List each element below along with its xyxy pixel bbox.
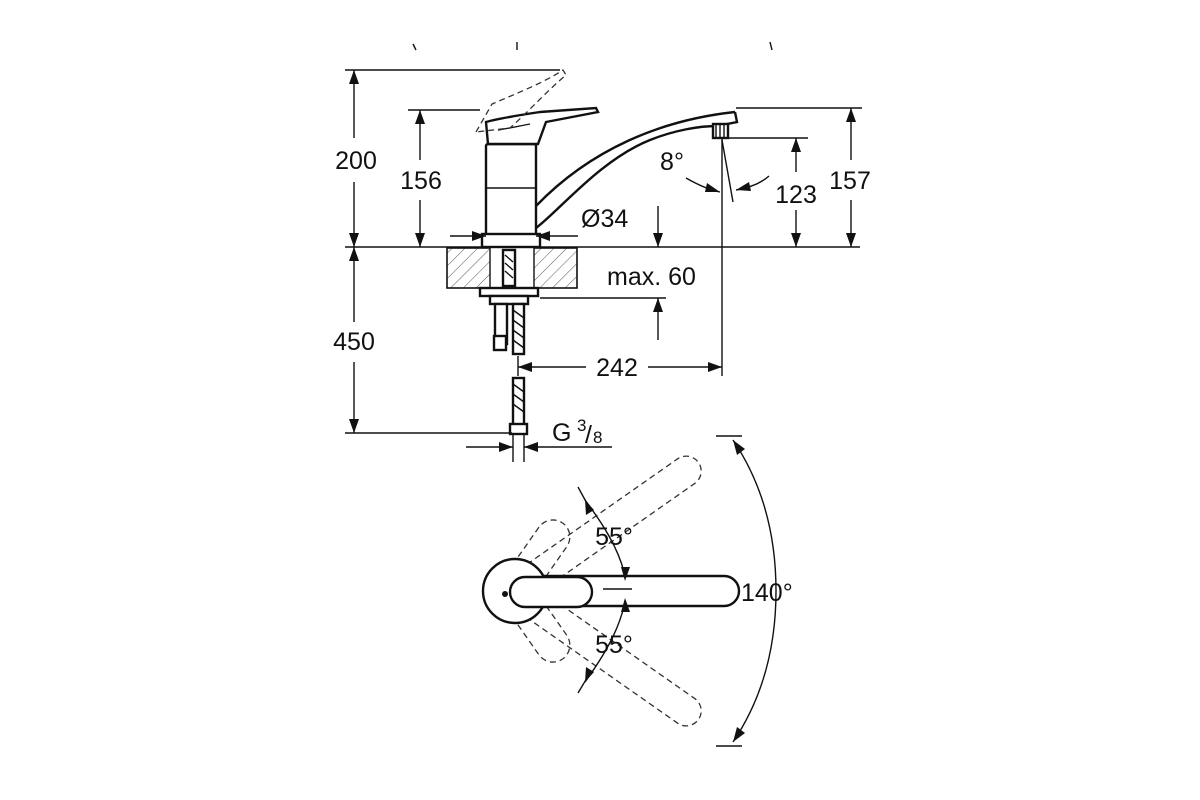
dim-157-label: 157 bbox=[829, 167, 871, 195]
mounting-assembly bbox=[478, 248, 540, 356]
dim-156-label: 156 bbox=[400, 167, 442, 195]
dim-total-height: 200 bbox=[335, 69, 560, 247]
thread-prefix: G bbox=[552, 419, 571, 447]
spout bbox=[535, 110, 739, 229]
dim-34-label: Ø34 bbox=[581, 205, 628, 233]
dim-lever-height: 156 bbox=[400, 109, 480, 247]
dim-counter-thickness: max. 60 bbox=[540, 206, 696, 340]
top-edge-marks bbox=[412, 41, 773, 51]
dim-outlet-height: 123 bbox=[729, 137, 817, 247]
dim-max60-label: max. 60 bbox=[607, 263, 696, 291]
hose-connector bbox=[508, 376, 529, 462]
thread-slash: / bbox=[585, 421, 592, 449]
dim-reach: 242 bbox=[517, 354, 722, 382]
dim-8deg-label: 8° bbox=[660, 148, 684, 176]
side-view: 200 156 157 123 bbox=[333, 41, 871, 462]
countertop bbox=[345, 246, 860, 289]
lever-raised-position bbox=[474, 69, 567, 133]
dim-connection-thread: G 3 / 8 bbox=[466, 416, 612, 452]
thread-numerator: 3 bbox=[577, 416, 586, 435]
dim-swing-down: 55° bbox=[584, 598, 633, 683]
top-view: 55° 55° 140° bbox=[481, 435, 793, 747]
dim-spout-height: 157 bbox=[736, 107, 871, 247]
dim-55-up-label: 55° bbox=[595, 523, 633, 551]
dim-450-label: 450 bbox=[333, 328, 375, 356]
dim-body-diameter: Ø34 bbox=[450, 205, 628, 241]
dim-spout-range: 140° bbox=[732, 439, 793, 743]
thread-denominator: 8 bbox=[593, 428, 602, 447]
faucet-body bbox=[480, 142, 542, 249]
dim-123-label: 123 bbox=[775, 181, 817, 209]
dim-242-label: 242 bbox=[596, 354, 638, 382]
lever-handle bbox=[484, 106, 600, 146]
dim-hose-length: 450 bbox=[333, 247, 512, 434]
dim-55-down-label: 55° bbox=[595, 631, 633, 659]
dim-140-label: 140° bbox=[741, 579, 793, 607]
dim-outlet-angle: 8° bbox=[660, 138, 770, 376]
body-top bbox=[481, 557, 594, 625]
dim-swing-up: 55° bbox=[584, 499, 633, 581]
dim-200-label: 200 bbox=[335, 147, 377, 175]
